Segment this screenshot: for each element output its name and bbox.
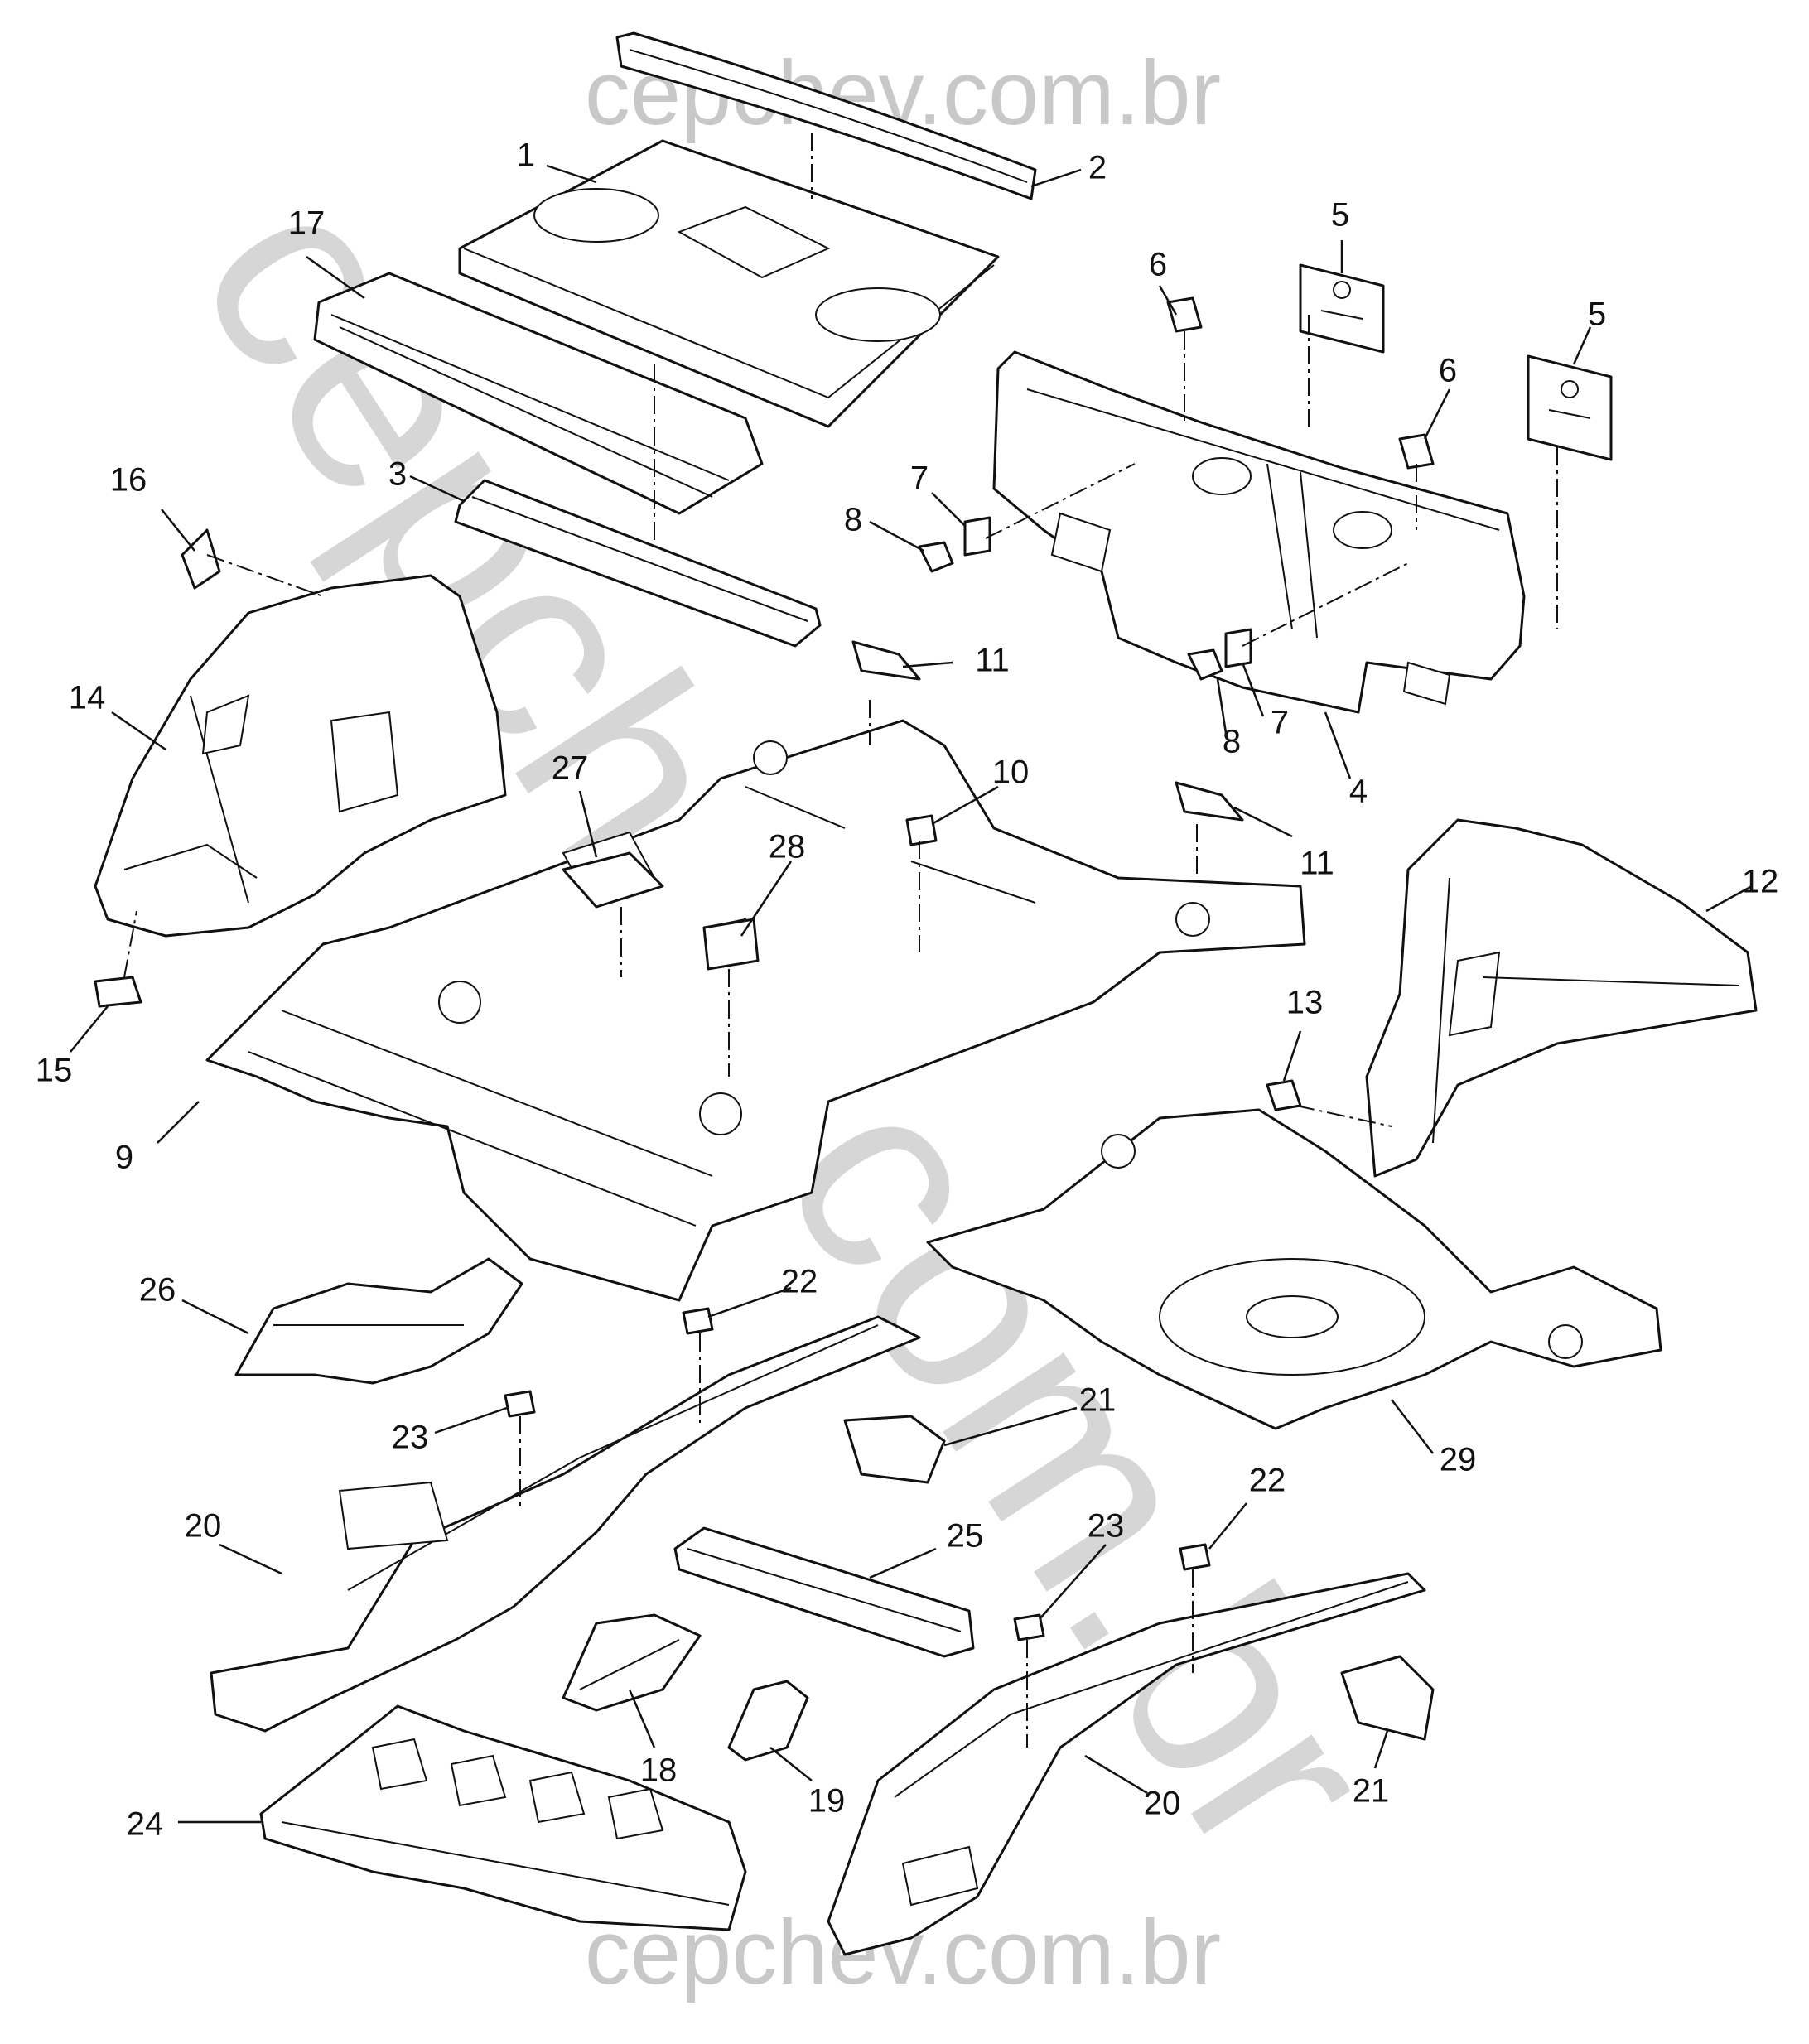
- callout-22a: 22: [781, 1264, 818, 1300]
- part-3-cross-bar: [454, 479, 822, 648]
- part-21-bracket-a: [843, 1415, 946, 1484]
- part-8-clip-b: [1187, 648, 1223, 681]
- callout-27: 27: [552, 750, 589, 787]
- callout-28: 28: [769, 829, 806, 865]
- part-16-bracket: [181, 528, 221, 590]
- callout-29: 29: [1440, 1442, 1477, 1478]
- callout-5b: 5: [1588, 296, 1606, 333]
- part-14-wheelhouse-left: [94, 574, 507, 938]
- callout-20b: 20: [1144, 1786, 1181, 1822]
- callout-6b: 6: [1439, 353, 1457, 389]
- part-1-rear-shelf: [458, 139, 1000, 428]
- callout-labels: 1 2 3 4 5 5 6 6 7 7 8 8 9 10 11 11 12 13…: [36, 137, 1779, 1843]
- callout-11a: 11: [975, 643, 1010, 679]
- callout-14: 14: [69, 680, 106, 716]
- part-7-tab-b: [1224, 628, 1252, 668]
- leader-lines: [70, 164, 1753, 1824]
- callout-25: 25: [947, 1518, 984, 1555]
- part-11-bracket-b: [1175, 781, 1244, 822]
- part-23-clip-a: [504, 1390, 536, 1418]
- callout-8b: 8: [1223, 724, 1241, 760]
- part-17-reinforcement: [313, 272, 764, 515]
- callout-4: 4: [1349, 774, 1368, 810]
- callout-12: 12: [1742, 864, 1779, 900]
- part-7-tab-a: [963, 516, 991, 557]
- part-2-rear-header: [615, 31, 1037, 200]
- callout-20a: 20: [185, 1508, 222, 1545]
- callout-11b: 11: [1300, 846, 1334, 882]
- part-27-bracket: [562, 851, 664, 909]
- callout-22b: 22: [1249, 1463, 1286, 1499]
- part-18-bracket: [562, 1613, 702, 1712]
- alignment-lines: [123, 133, 1558, 1748]
- callout-13: 13: [1286, 985, 1324, 1021]
- part-6-bracket-a: [1166, 296, 1203, 333]
- part-15-bracket: [94, 976, 142, 1008]
- callout-21a: 21: [1079, 1382, 1117, 1419]
- callout-16: 16: [110, 462, 147, 499]
- part-28-bracket: [702, 918, 760, 971]
- part-26-reinforcement: [234, 1257, 523, 1385]
- callout-15: 15: [36, 1053, 73, 1089]
- callout-26: 26: [139, 1272, 176, 1309]
- part-13-bracket: [1266, 1079, 1302, 1111]
- part-4-rear-end-panel: [992, 350, 1526, 714]
- callout-23a: 23: [392, 1420, 429, 1456]
- callout-24: 24: [127, 1806, 164, 1843]
- callout-17: 17: [288, 205, 326, 242]
- callout-18: 18: [640, 1752, 678, 1789]
- part-19-bracket: [727, 1680, 809, 1762]
- part-5-plate-b: [1527, 354, 1613, 461]
- callout-21b: 21: [1353, 1773, 1390, 1810]
- callout-10: 10: [992, 754, 1030, 791]
- part-25-cross-member: [673, 1526, 975, 1658]
- part-6-bracket-b: [1398, 433, 1435, 470]
- part-24-front-cross-member: [259, 1704, 747, 1931]
- part-29-spare-well-floor: [926, 1108, 1662, 1430]
- callout-6a: 6: [1149, 247, 1167, 283]
- callout-5a: 5: [1331, 197, 1349, 234]
- callout-1: 1: [517, 137, 535, 174]
- callout-3: 3: [388, 456, 407, 493]
- callout-7b: 7: [1271, 705, 1289, 741]
- part-20-rail-right: [827, 1572, 1426, 1956]
- callout-23b: 23: [1088, 1508, 1125, 1545]
- callout-19: 19: [808, 1783, 846, 1820]
- part-12-wheelhouse-right: [1365, 818, 1758, 1178]
- part-20-rail-left: [210, 1315, 921, 1733]
- callout-2: 2: [1088, 150, 1107, 186]
- part-23-clip-b: [1013, 1613, 1045, 1641]
- part-22-clip-b: [1179, 1543, 1211, 1571]
- callout-7a: 7: [910, 460, 929, 497]
- part-8-clip-a: [918, 541, 954, 573]
- part-10-bracket: [905, 814, 938, 846]
- part-11-bracket-a: [851, 640, 921, 681]
- callout-8a: 8: [844, 502, 862, 538]
- part-5-plate-a: [1299, 263, 1385, 354]
- callout-9: 9: [115, 1140, 133, 1176]
- part-21-bracket-b: [1340, 1655, 1435, 1741]
- part-22-clip-a: [682, 1307, 714, 1335]
